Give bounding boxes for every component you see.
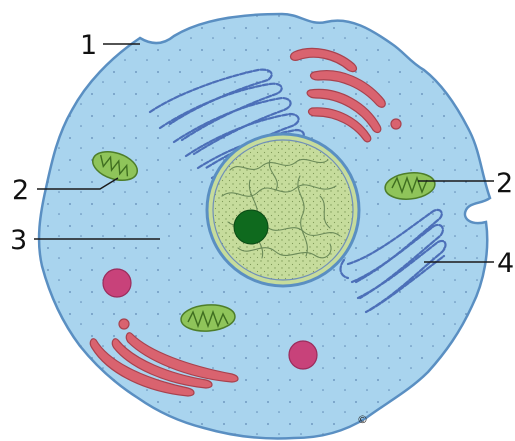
copyright-mark: © [357, 413, 368, 426]
nucleolus [234, 210, 268, 244]
label-cytoplasm: 3 [10, 225, 27, 256]
label-mitochondrion-left: 2 [12, 175, 29, 206]
label-membrane: 1 [80, 30, 97, 61]
nucleus [207, 134, 359, 286]
label-mitochondrion-right: 2 [496, 168, 513, 199]
lysosome-left [103, 269, 131, 297]
label-er: 4 [497, 248, 514, 279]
lysosome-bottom [289, 341, 317, 369]
